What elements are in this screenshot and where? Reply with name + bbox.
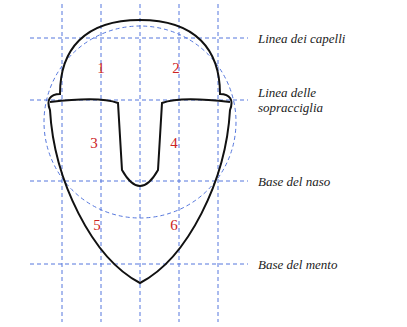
callout-number: 4: [170, 136, 178, 151]
callout-number: 6: [170, 218, 178, 233]
face-outline: [48, 20, 231, 283]
callout-number: 5: [93, 218, 101, 233]
line-label: Base del mento: [256, 257, 339, 272]
brow-and-nose: [50, 99, 230, 186]
line-label: Linea dei capelli: [256, 31, 347, 46]
line-label: Base del naso: [256, 174, 332, 189]
callout-number: 3: [90, 136, 98, 151]
guide-grid: [30, 4, 248, 322]
callout-number: 2: [172, 61, 180, 76]
line-label: Linea delle sopracciglia: [256, 85, 356, 115]
callout-number: 1: [97, 61, 105, 76]
